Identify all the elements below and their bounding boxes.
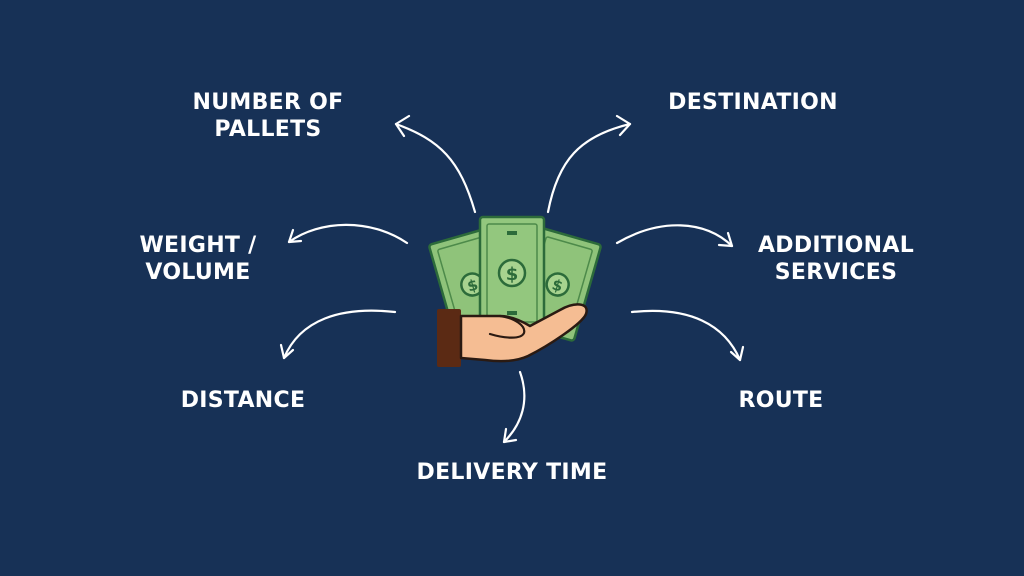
arrow-to-additional-services — [615, 224, 734, 248]
factor-weight-volume: WEIGHT / VOLUME — [139, 233, 257, 285]
factor-additional-services: ADDITIONAL SERVICES — [757, 233, 915, 285]
svg-text:$: $ — [465, 275, 480, 295]
factor-distance: DISTANCE — [180, 388, 306, 413]
factor-destination: DESTINATION — [668, 90, 838, 115]
sleeve-cuff — [437, 309, 461, 367]
arrow-to-route — [630, 309, 745, 362]
factor-delivery-time: DELIVERY TIME — [416, 460, 608, 485]
arrow-to-number-of-pallets — [394, 114, 477, 214]
banknote-center: $ — [478, 215, 546, 331]
arrow-to-distance — [279, 309, 397, 360]
svg-text:$: $ — [506, 264, 519, 285]
svg-text:$: $ — [550, 275, 565, 295]
arrow-to-weight-volume — [287, 223, 409, 245]
arrow-to-delivery-time — [502, 370, 526, 444]
factor-number-of-pallets: NUMBER OF PALLETS — [192, 90, 344, 142]
arrow-to-destination — [546, 114, 632, 214]
factor-route: ROUTE — [738, 388, 824, 413]
